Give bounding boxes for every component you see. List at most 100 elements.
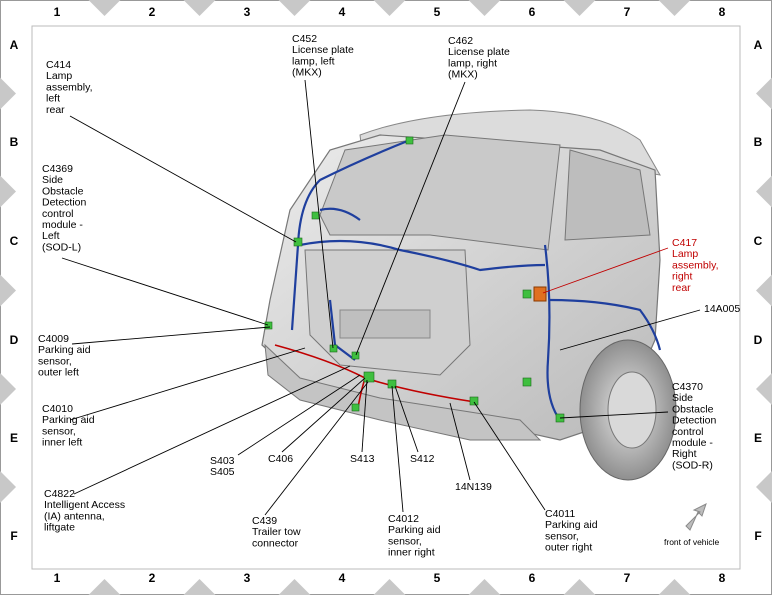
grid-column-label-bottom-1: 1 bbox=[54, 571, 61, 585]
connector-c452 bbox=[329, 344, 338, 353]
grid-column-label-top-4: 4 bbox=[339, 5, 346, 19]
chevron-left bbox=[0, 471, 16, 503]
connector-mid-right bbox=[522, 377, 532, 387]
callout-c4370-line: Side bbox=[672, 392, 693, 404]
chevron-right bbox=[756, 77, 772, 110]
license-plate-area bbox=[339, 309, 431, 339]
leader-c4012 bbox=[391, 385, 404, 513]
callout-c417-line: rear bbox=[672, 282, 691, 294]
chevron-top bbox=[88, 0, 121, 16]
callout-c417-line: assembly, bbox=[672, 259, 719, 271]
connector-c4010 bbox=[351, 403, 360, 412]
grid-column-label-top-2: 2 bbox=[149, 5, 156, 19]
callout-c439-line: Trailer tow bbox=[252, 526, 301, 538]
connector-top bbox=[405, 136, 414, 145]
leader-c414 bbox=[69, 115, 297, 243]
grid-row-label-left-A: A bbox=[10, 38, 19, 52]
grid-column-label-top-5: 5 bbox=[434, 5, 441, 19]
chevron-top bbox=[658, 0, 691, 16]
callout-s413: S413 bbox=[350, 453, 375, 465]
callout-c4370-line: (SOD-R) bbox=[672, 459, 713, 471]
grid-column-label-bottom-7: 7 bbox=[624, 571, 631, 585]
callout-c452-line: (MKX) bbox=[292, 67, 322, 79]
chevron-left bbox=[0, 373, 16, 405]
chevron-right bbox=[756, 175, 772, 208]
grid-column-label-bottom-6: 6 bbox=[529, 571, 536, 585]
callout-c4369-line: control bbox=[42, 208, 74, 220]
callout-c462-line: lamp, right bbox=[448, 57, 497, 69]
leader-s412 bbox=[394, 385, 419, 453]
grid-column-label-bottom-2: 2 bbox=[149, 571, 156, 585]
callout-c4822-line: liftgate bbox=[44, 522, 75, 534]
chevron-bottom bbox=[183, 579, 216, 595]
leader-c462 bbox=[355, 81, 466, 356]
callout-c414-line: left bbox=[46, 93, 60, 105]
harness-left-branch bbox=[290, 138, 411, 331]
callout-s403-line: S403 bbox=[210, 455, 235, 467]
grid-row-label-left-B: B bbox=[10, 135, 19, 149]
connector-c4011 bbox=[469, 396, 479, 406]
connector-c414 bbox=[293, 237, 303, 247]
chevron-left bbox=[0, 77, 16, 110]
callout-n14a005: 14A005 bbox=[704, 303, 740, 315]
grid-column-label-bottom-4: 4 bbox=[339, 571, 346, 585]
chevron-bottom bbox=[373, 579, 406, 595]
callout-n14n139: 14N139 bbox=[455, 481, 492, 493]
connector-pillar bbox=[311, 211, 320, 220]
chevron-bottom bbox=[563, 579, 596, 595]
grid-row-label-left-D: D bbox=[10, 333, 19, 347]
grid-column-label-bottom-5: 5 bbox=[434, 571, 441, 585]
chevron-right bbox=[756, 274, 772, 307]
leader-s403 bbox=[237, 374, 361, 456]
callout-c4012-line: inner right bbox=[388, 547, 435, 559]
vehicle-illustration bbox=[108, 58, 677, 534]
harness-right-branch bbox=[543, 244, 561, 421]
grid-column-label-bottom-3: 3 bbox=[244, 571, 251, 585]
connector-c4369 bbox=[264, 321, 273, 330]
callout-s412-line: S412 bbox=[410, 453, 435, 465]
leader-c4011 bbox=[473, 401, 546, 511]
callout-c414-line: Lamp bbox=[46, 70, 72, 82]
callout-c4369-line: Detection bbox=[42, 197, 87, 209]
grid-row-label-right-F: F bbox=[754, 529, 761, 543]
callout-c4822-line: (IA) antenna, bbox=[44, 510, 105, 522]
harness-right-lamp bbox=[549, 298, 662, 351]
callout-c417-line: Lamp bbox=[672, 248, 698, 260]
chevron-top bbox=[183, 0, 216, 16]
callout-c4369-line: Left bbox=[42, 230, 60, 242]
front-of-vehicle-label: front of vehicle bbox=[664, 537, 720, 547]
leader-c4369 bbox=[61, 257, 269, 326]
grid-row-label-left-C: C bbox=[10, 234, 19, 248]
callout-c452-line: License plate bbox=[292, 44, 354, 56]
callout-c4369-line: Side bbox=[42, 174, 63, 186]
callout-c4010-line: C4010 bbox=[42, 403, 73, 415]
chevron-bottom bbox=[468, 579, 501, 595]
chevron-bottom bbox=[658, 579, 691, 595]
chevron-bottom bbox=[278, 579, 311, 595]
grid-row-label-left-F: F bbox=[10, 529, 17, 543]
leader-c4009 bbox=[71, 326, 271, 345]
wiring-harness bbox=[290, 138, 662, 421]
callout-c4370-line: Obstacle bbox=[672, 403, 714, 415]
grid-row-label-right-D: D bbox=[754, 333, 763, 347]
chevron-left bbox=[0, 274, 16, 307]
callout-c4009-line: C4009 bbox=[38, 333, 69, 345]
leader-c417 bbox=[542, 247, 669, 294]
connector-c417 bbox=[533, 286, 547, 302]
chevron-top bbox=[563, 0, 596, 16]
rear-window bbox=[319, 134, 561, 251]
grid-row-label-right-E: E bbox=[754, 431, 762, 445]
callout-c4370-line: Right bbox=[672, 448, 697, 460]
